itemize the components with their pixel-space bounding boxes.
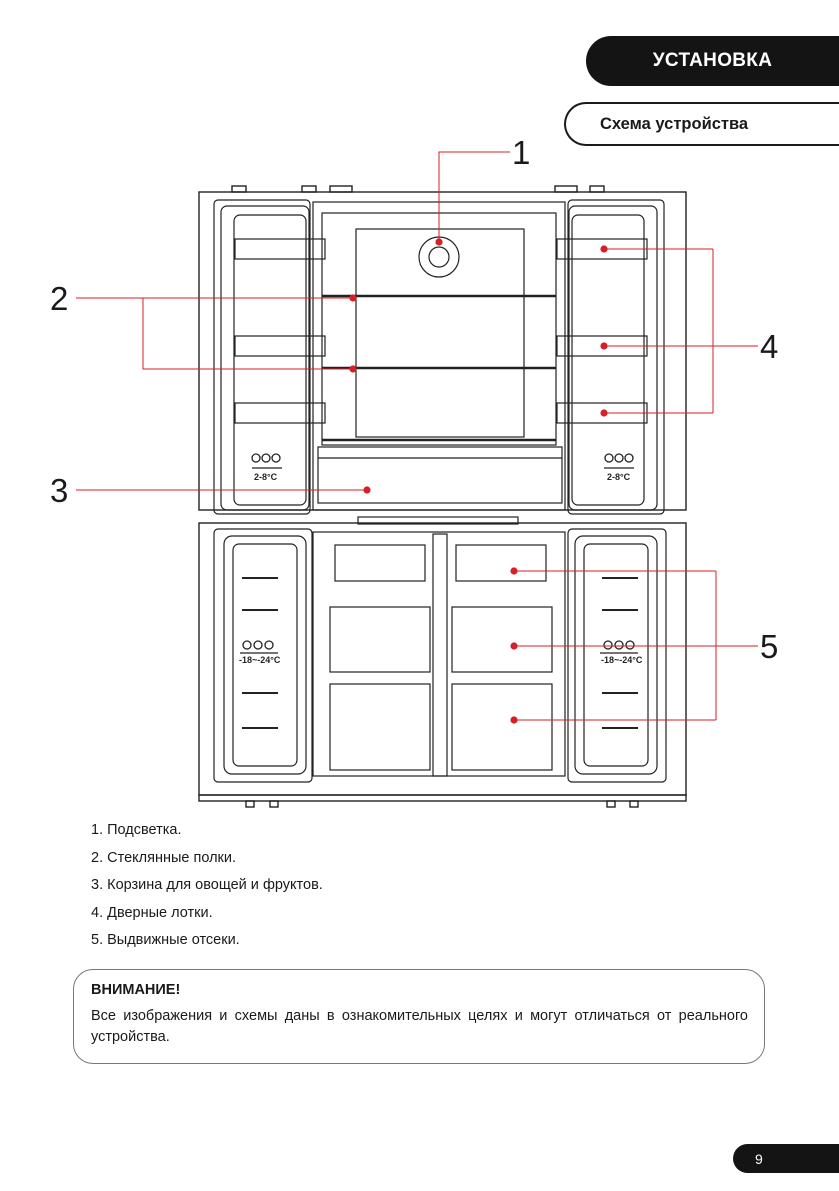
freezer-right-door — [567, 528, 667, 783]
freezer-food-icon — [240, 640, 638, 654]
refrigerator-diagram: 2-8°C 2-8°C -18~-24°C -18~-24°C — [50, 134, 778, 808]
warning-notice: ВНИМАНИЕ! Все изображения и схемы даны в… — [73, 969, 765, 1064]
freezer-left-temp: -18~-24°C — [239, 655, 281, 665]
notice-title: ВНИМАНИЕ! — [91, 982, 181, 998]
crisper-drawer — [317, 446, 563, 504]
page-number-value: 9 — [755, 1150, 763, 1167]
page-number: 9 — [733, 1144, 839, 1173]
subsection-title: Схема устройства — [600, 114, 749, 133]
callout-lines — [76, 151, 758, 721]
fridge-left-door — [213, 199, 326, 515]
callout-dots — [349, 238, 608, 724]
freezer-compartment — [312, 531, 566, 777]
callout-5: 5 — [760, 628, 778, 665]
freezer-right-temp: -18~-24°C — [601, 655, 643, 665]
fridge-right-temp: 2-8°C — [607, 472, 631, 482]
section-tab: УСТАНОВКА — [586, 36, 839, 86]
section-title: УСТАНОВКА — [652, 50, 773, 71]
notice-text: Все изображения и схемы даны в ознакомит… — [91, 1008, 748, 1045]
fridge-body — [198, 185, 687, 808]
freezer-door-shelves — [242, 577, 638, 729]
fridge-food-icon — [251, 453, 634, 469]
component-legend: 1. Подсветка. 2. Стеклянные полки. 3. Ко… — [91, 820, 323, 958]
callout-2: 2 — [50, 280, 68, 317]
legend-item: 4. Дверные лотки. — [91, 904, 213, 921]
legend-item: 1. Подсветка. — [91, 822, 182, 838]
fridge-compartment — [312, 201, 566, 525]
freezer-left-door — [213, 528, 313, 783]
subsection-tab: Схема устройства — [564, 102, 839, 146]
callout-1: 1 — [512, 134, 530, 171]
fridge-right-door — [556, 199, 665, 515]
callout-4: 4 — [760, 328, 778, 365]
callout-3: 3 — [50, 472, 68, 509]
fridge-left-temp: 2-8°C — [254, 472, 278, 482]
legend-item: 5. Выдвижные отсеки. — [91, 932, 240, 948]
legend-item: 3. Корзина для овощей и фруктов. — [91, 877, 323, 893]
legend-item: 2. Стеклянные полки. — [91, 849, 237, 866]
